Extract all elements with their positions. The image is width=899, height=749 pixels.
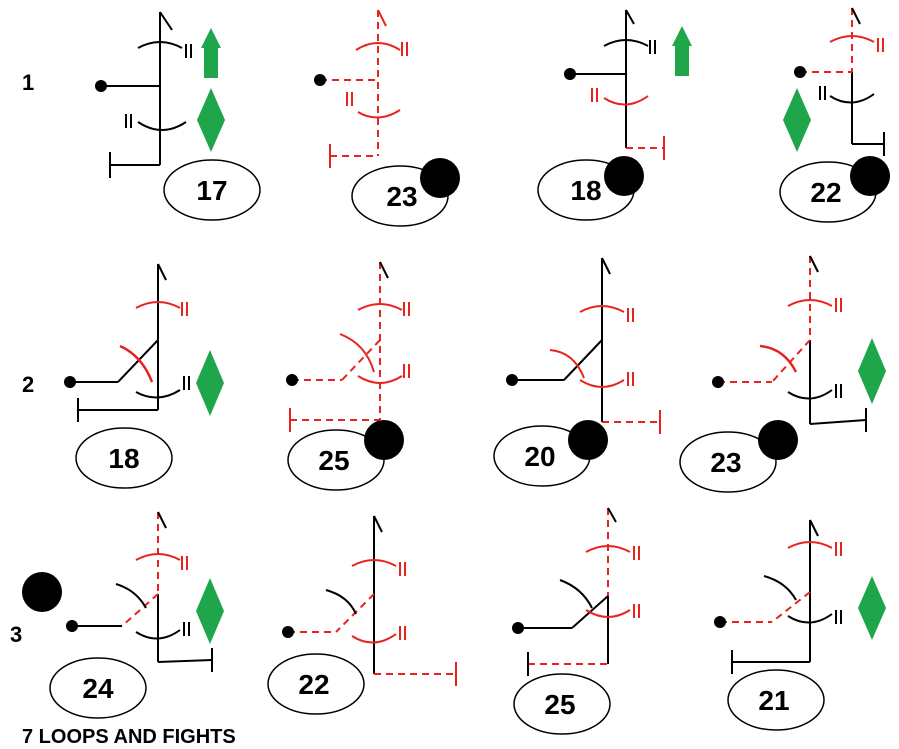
- black-dot-icon: [568, 420, 608, 460]
- panel-3-1: 24: [22, 511, 224, 719]
- row-label-1: 1: [22, 70, 35, 95]
- panel-2-2: 25: [286, 261, 410, 491]
- panel-number: 25: [318, 445, 349, 476]
- green-diamond-icon: [858, 338, 886, 404]
- panel-number: 22: [810, 177, 841, 208]
- green-diamond-icon: [858, 576, 886, 640]
- black-dot-icon: [314, 74, 326, 86]
- panel-number: 23: [386, 181, 417, 212]
- black-dot-icon: [506, 374, 518, 386]
- black-dot-icon: [95, 80, 107, 92]
- black-dot-icon: [66, 620, 78, 632]
- black-dot-icon: [420, 158, 460, 198]
- panel-number: 18: [108, 443, 139, 474]
- figure-caption: 7 LOOPS AND FIGHTS: [22, 726, 236, 748]
- green-diamond-icon: [196, 350, 224, 416]
- row-label-3: 3: [10, 622, 23, 647]
- green-diamond-icon: [196, 578, 224, 644]
- panel-2-3: 20: [493, 257, 661, 487]
- panel-1-2: 23: [314, 9, 460, 227]
- panel-number: 21: [758, 685, 789, 716]
- black-dot-icon: [712, 376, 724, 388]
- black-dot-icon: [758, 420, 798, 460]
- black-dot-icon: [364, 420, 404, 460]
- green-diamond-icon: [783, 88, 811, 152]
- double-tick-icon: [185, 44, 192, 58]
- double-tick-icon: [125, 114, 132, 128]
- black-dot-icon: [512, 622, 524, 634]
- black-dot-icon: [282, 626, 294, 638]
- panel-number: 23: [710, 447, 741, 478]
- green-arrow-icon: [201, 28, 221, 78]
- black-dot-icon: [794, 66, 806, 78]
- black-dot-icon: [850, 156, 890, 196]
- panel-3-2: 22: [267, 515, 457, 715]
- panel-number: 24: [82, 673, 114, 704]
- black-dot-icon: [714, 616, 726, 628]
- panel-3-4: 21: [714, 519, 886, 731]
- black-dot-icon: [22, 572, 62, 612]
- panel-number: 18: [570, 175, 601, 206]
- black-dot-icon: [564, 68, 576, 80]
- panel-1-3: 18: [537, 9, 692, 221]
- row-label-2: 2: [22, 372, 35, 397]
- panel-number: 25: [544, 689, 575, 720]
- panel-number: 17: [196, 175, 227, 206]
- black-dot-icon: [286, 374, 298, 386]
- panel-number: 22: [298, 669, 329, 700]
- black-dot-icon: [64, 376, 76, 388]
- green-arrow-icon: [672, 26, 692, 76]
- panel-1-4: 22: [779, 7, 890, 223]
- panel-3-3: 25: [512, 507, 640, 735]
- panel-2-1: 18: [64, 263, 224, 489]
- panel-number: 20: [524, 441, 555, 472]
- black-dot-icon: [604, 156, 644, 196]
- green-diamond-icon: [197, 88, 225, 152]
- panel-1-1: 17: [95, 11, 261, 221]
- panel-2-4: 23: [679, 255, 886, 493]
